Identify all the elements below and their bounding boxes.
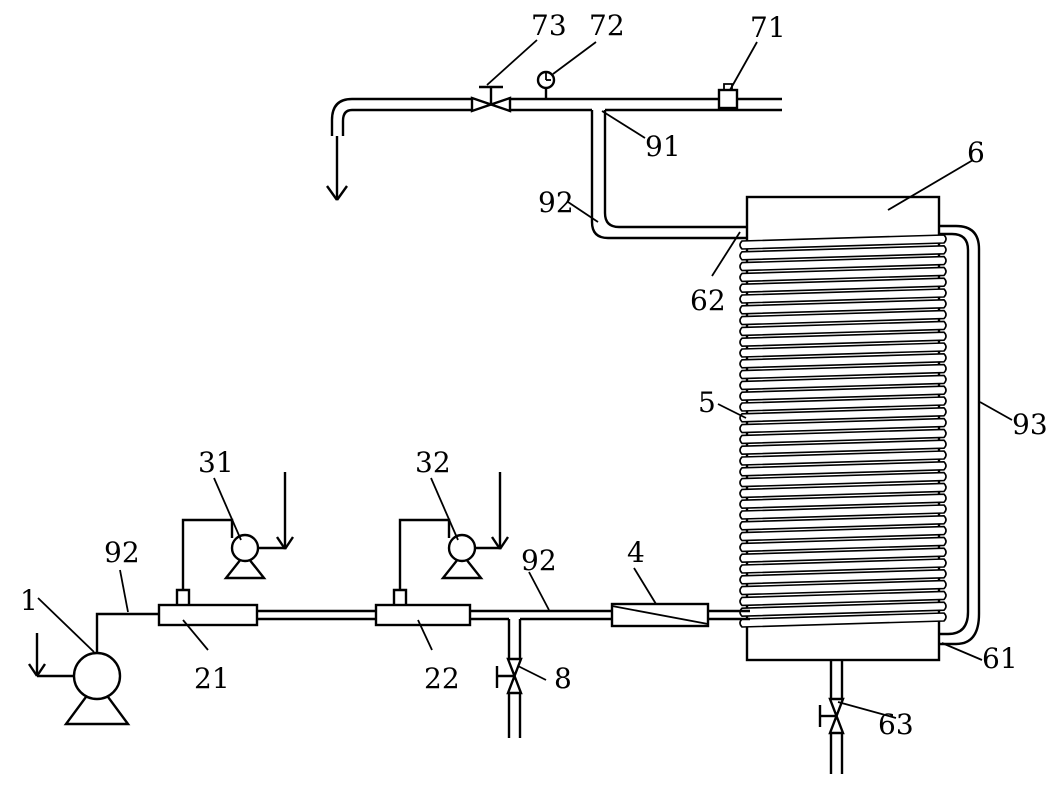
labels: 73 72 71 91 92 6 62 5 93 61 63 8 4 92 32… — [20, 9, 1048, 741]
coil-turn — [739, 298, 947, 315]
label-73: 73 — [531, 9, 567, 42]
coil-turn — [739, 385, 947, 402]
coil-turn — [739, 525, 947, 542]
coil-turn — [739, 460, 947, 477]
dosing-pump-32-icon — [392, 472, 509, 605]
leader-lines — [37, 39, 1013, 719]
top-pipeline — [330, 97, 782, 136]
label-91: 91 — [645, 130, 681, 163]
coil-turn — [739, 255, 947, 272]
coil-turn — [739, 406, 947, 423]
coil-turn — [739, 417, 947, 434]
coil-turn — [739, 288, 947, 304]
label-21: 21 — [194, 662, 230, 695]
coil-turn — [739, 514, 947, 531]
coil-turn — [739, 450, 947, 466]
coil-turn — [739, 363, 947, 380]
bottom-pipeline — [95, 602, 750, 738]
label-92-left: 92 — [104, 536, 140, 569]
dosing-pump-31-icon — [175, 472, 294, 605]
coil-turn — [739, 374, 947, 391]
coil-turn — [739, 277, 947, 294]
main-pump-1-icon — [28, 633, 131, 726]
coil-turn — [739, 396, 947, 412]
coil-turn — [739, 439, 947, 456]
coil-turn — [739, 244, 947, 261]
label-32: 32 — [415, 446, 451, 479]
coil-turn — [739, 331, 947, 348]
label-4: 4 — [627, 536, 645, 569]
coil-turn — [739, 342, 947, 358]
coil-turn — [739, 493, 947, 510]
coil-turn — [739, 547, 947, 564]
coil-turn — [739, 558, 947, 574]
bottom-outlet — [818, 660, 845, 774]
coil-turn — [739, 612, 947, 628]
label-63: 63 — [878, 708, 914, 741]
label-71: 71 — [750, 11, 786, 44]
label-62: 62 — [690, 284, 726, 317]
gauge-72-icon — [536, 70, 556, 99]
coil-turn — [739, 309, 947, 326]
label-92-top: 92 — [538, 186, 574, 219]
label-72: 72 — [589, 9, 625, 42]
coil-turn — [739, 234, 947, 250]
label-8: 8 — [554, 662, 572, 695]
coil-turn — [739, 536, 947, 553]
valve-73 — [470, 85, 512, 113]
coil-turn — [739, 266, 947, 283]
label-92-mid: 92 — [521, 544, 557, 577]
coil-turn — [739, 471, 947, 488]
label-1: 1 — [20, 584, 38, 617]
coil-turn — [739, 579, 947, 596]
coil-turn — [739, 590, 947, 607]
coil-turn — [739, 352, 947, 369]
pipe-91-92-top — [590, 110, 746, 240]
coil-turn — [739, 428, 947, 445]
coil-turn — [739, 568, 947, 585]
coil-turn — [739, 482, 947, 499]
label-93: 93 — [1012, 408, 1048, 441]
label-22: 22 — [424, 662, 460, 695]
label-6: 6 — [967, 136, 985, 169]
down-arrow-icon — [326, 136, 348, 201]
pipe-93 — [939, 224, 981, 646]
coil-turn — [739, 504, 947, 520]
coil-turn — [739, 320, 947, 337]
label-5: 5 — [698, 386, 716, 419]
label-31: 31 — [198, 446, 234, 479]
device-71-icon — [717, 83, 739, 110]
coil-5 — [739, 234, 947, 628]
label-61: 61 — [982, 642, 1018, 675]
